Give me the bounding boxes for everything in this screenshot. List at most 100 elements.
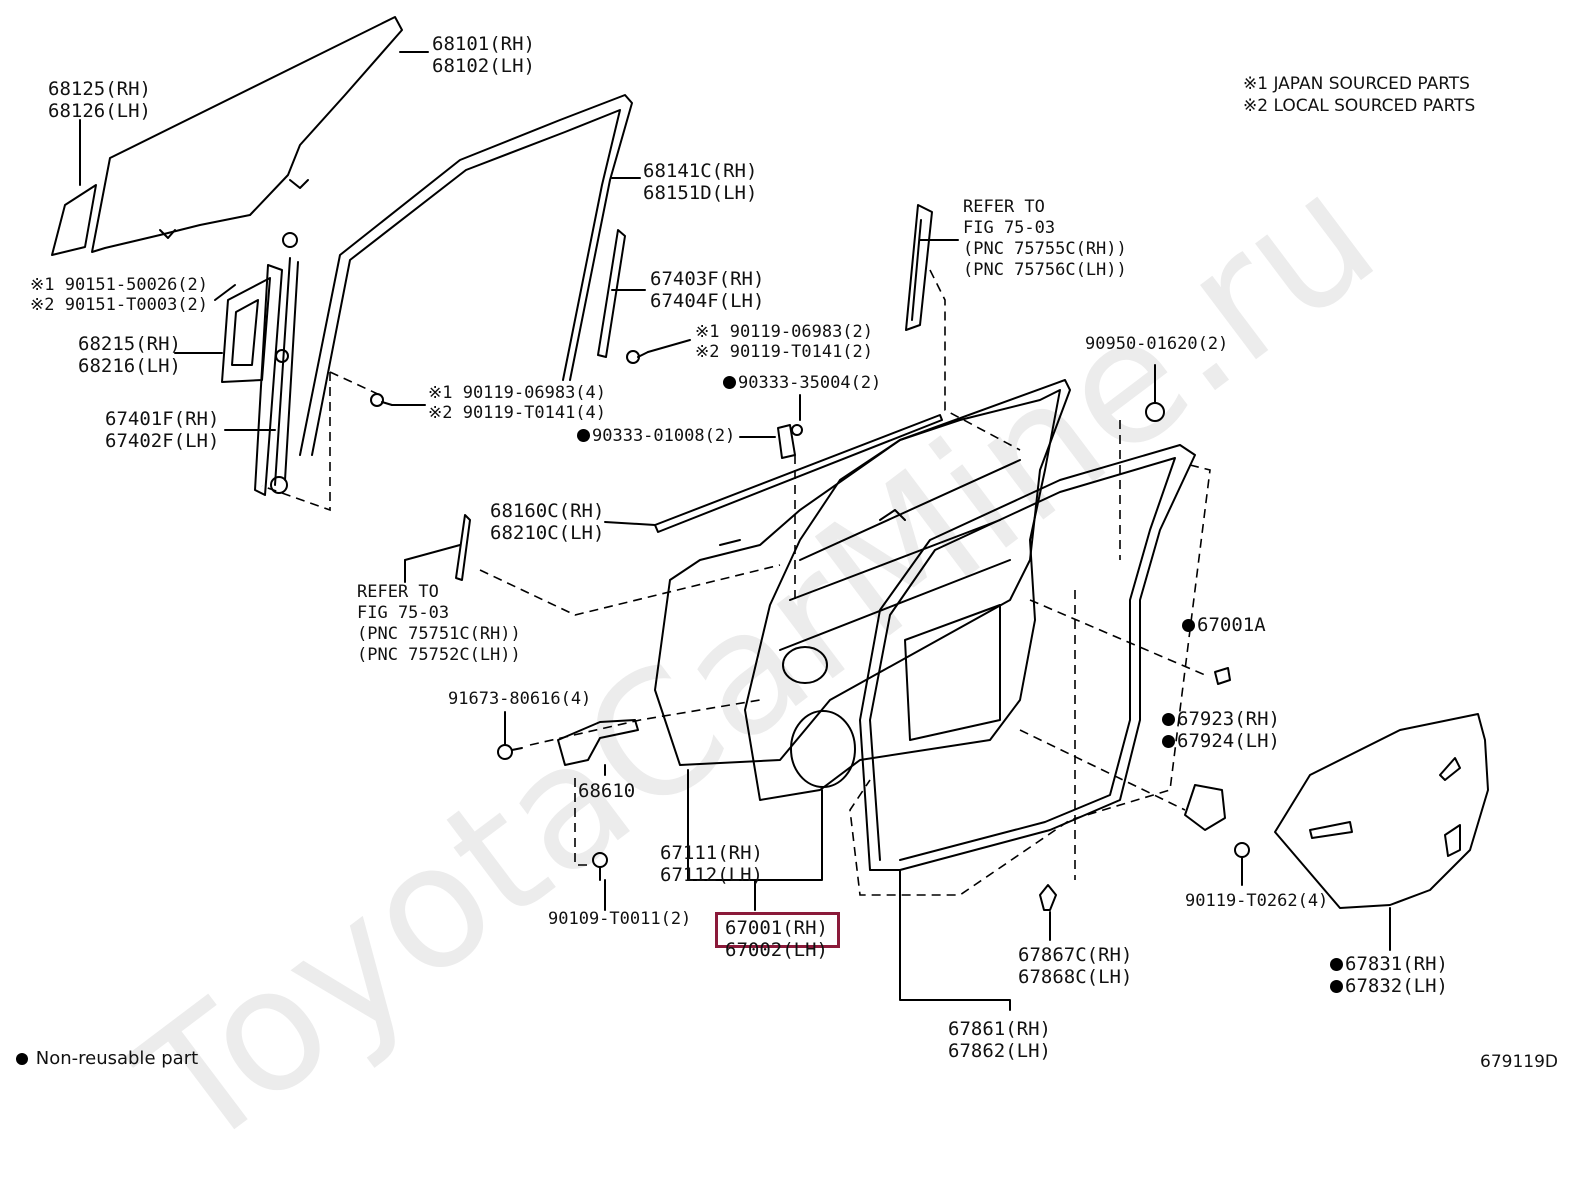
label-line: 67831(RH) (1345, 953, 1448, 975)
non-reusable-dot-icon (723, 376, 736, 389)
label-line: 67002(LH) (725, 939, 828, 961)
label-line: 67112(LH) (660, 864, 763, 886)
label-line: 67923(RH) (1177, 708, 1280, 730)
label-line: 68215(RH) (78, 333, 181, 355)
non-reusable-dot-icon (1162, 735, 1175, 748)
label-line: REFER TO (357, 582, 439, 602)
label-line: 67001A (1197, 614, 1266, 636)
label-90950[interactable]: 90950-01620(2) (1085, 333, 1228, 355)
label-line: 67001(RH) (725, 917, 828, 939)
label-line: 90333-01008(2) (592, 426, 736, 446)
label-line: 67403F(RH) (650, 268, 765, 290)
label-line: (PNC 75752C(LH)) (357, 645, 521, 665)
label-line: 68141C(RH) (643, 160, 758, 182)
label-line: (PNC 75755C(RH)) (963, 239, 1127, 259)
label-line: 67402F(LH) (105, 430, 220, 452)
label-91673[interactable]: 91673-80616(4) (448, 688, 591, 710)
label-90151[interactable]: ※1 90151-50026(2) ※2 90151-T0003(2) (30, 275, 208, 315)
door-parts-diagram (51, 16, 1489, 1011)
label-line: ※2 90151-T0003(2) (30, 295, 209, 315)
run-channel (299, 94, 633, 456)
label-line: 67404F(LH) (650, 290, 765, 312)
label-line: 67924(LH) (1177, 730, 1280, 752)
non-reusable-legend-text: Non-reusable part (35, 1048, 199, 1069)
label-line: 67111(RH) (660, 842, 763, 864)
label-line: ※1 90119-06983(4) (428, 383, 607, 403)
label-68160[interactable]: 68160C(RH) 68210C(LH) (490, 500, 604, 544)
door-outer-panel (654, 379, 1071, 766)
label-68101[interactable]: 68101(RH) 68102(LH) (432, 33, 535, 77)
label-line: ※1 90151-50026(2) (30, 275, 209, 295)
label-line: 67862(LH) (948, 1040, 1051, 1062)
label-90109[interactable]: 90109-T0011(2) (548, 908, 691, 930)
door-inner-panel (744, 389, 1061, 801)
non-reusable-dot-icon (16, 1053, 28, 1065)
label-line: REFER TO (963, 197, 1045, 217)
label-67111[interactable]: 67111(RH) 67112(LH) (660, 842, 763, 886)
label-68125[interactable]: 68125(RH) 68126(LH) (48, 78, 151, 122)
label-line: 67867C(RH) (1018, 944, 1133, 966)
label-line: 68160C(RH) (490, 500, 605, 522)
label-68141[interactable]: 68141C(RH) 68151D(LH) (643, 160, 757, 204)
label-line: 67832(LH) (1345, 975, 1448, 997)
label-line: FIG 75-03 (963, 218, 1056, 238)
label-line: 90950-01620(2) (1085, 334, 1229, 354)
label-line: 68216(LH) (78, 355, 181, 377)
non-reusable-legend: Non-reusable part (16, 1048, 198, 1069)
label-refer-upper[interactable]: REFER TO FIG 75-03 (PNC 75755C(RH)) (PNC… (963, 197, 1127, 281)
selected-part-highlight (715, 912, 840, 948)
label-90119-b[interactable]: ※1 90119-06983(4) ※2 90119-T0141(4) (428, 383, 606, 423)
quarter-glass (51, 184, 97, 256)
label-67001[interactable]: 67001(RH) 67002(LH) (725, 917, 828, 961)
door-hinge (557, 719, 639, 766)
label-67831[interactable]: 67831(RH) 67832(LH) (1330, 953, 1448, 997)
non-reusable-dot-icon (1162, 713, 1175, 726)
label-line: 67861(RH) (948, 1018, 1051, 1040)
source-note-1: ※1 JAPAN SOURCED PARTS (1243, 74, 1470, 94)
label-67861[interactable]: 67861(RH) 67862(LH) (948, 1018, 1051, 1062)
label-line: 68210C(LH) (490, 522, 605, 544)
label-line: 91673-80616(4) (448, 689, 592, 709)
label-line: (PNC 75756C(LH)) (963, 260, 1127, 280)
bracket (221, 277, 271, 383)
label-90119-c[interactable]: 90119-T0262(4) (1185, 890, 1328, 912)
pillar-garnish-lower (455, 514, 471, 581)
label-line: 68102(LH) (432, 55, 535, 77)
label-68610[interactable]: 68610 (578, 780, 635, 802)
label-67401[interactable]: 67401F(RH) 67402F(LH) (105, 408, 219, 452)
label-line: 68610 (578, 780, 636, 802)
diagram-code: 679119D (1480, 1052, 1558, 1072)
label-90333-a[interactable]: 90333-35004(2) (723, 372, 881, 394)
label-refer-lower[interactable]: REFER TO FIG 75-03 (PNC 75751C(RH)) (PNC… (357, 582, 521, 666)
label-90333-b[interactable]: 90333-01008(2) (577, 425, 735, 447)
label-line: 90119-T0262(4) (1185, 891, 1329, 911)
label-line: (PNC 75751C(RH)) (357, 624, 521, 644)
label-67001A[interactable]: 67001A (1182, 614, 1266, 636)
label-line: 90109-T0011(2) (548, 909, 692, 929)
label-90119-a[interactable]: ※1 90119-06983(2) ※2 90119-T0141(2) (695, 322, 873, 362)
belt-moulding (654, 414, 943, 533)
non-reusable-dot-icon (1330, 980, 1343, 993)
service-hole-cover (1274, 713, 1489, 909)
label-line: 68101(RH) (432, 33, 535, 55)
label-line: ※2 90119-T0141(2) (695, 342, 874, 362)
non-reusable-dot-icon (577, 429, 590, 442)
label-67923[interactable]: 67923(RH) 67924(LH) (1162, 708, 1280, 752)
source-note-2: ※2 LOCAL SOURCED PARTS (1243, 96, 1476, 116)
label-line: FIG 75-03 (357, 603, 450, 623)
label-67403[interactable]: 67403F(RH) 67404F(LH) (650, 268, 764, 312)
label-68215[interactable]: 68215(RH) 68216(LH) (78, 333, 181, 377)
label-line: ※1 90119-06983(2) (695, 322, 874, 342)
label-line: 90333-35004(2) (738, 373, 882, 393)
label-67867[interactable]: 67867C(RH) 67868C(LH) (1018, 944, 1132, 988)
non-reusable-dot-icon (1330, 958, 1343, 971)
door-glass (91, 16, 403, 253)
label-line: 68151D(LH) (643, 182, 758, 204)
pillar-garnish-upper (905, 204, 933, 331)
door-check (1184, 784, 1226, 831)
label-line: 67401F(RH) (105, 408, 220, 430)
sash-channel (597, 229, 626, 358)
label-line: 68126(LH) (48, 100, 151, 122)
hole-plug (1214, 667, 1231, 685)
label-line: 67868C(LH) (1018, 966, 1133, 988)
